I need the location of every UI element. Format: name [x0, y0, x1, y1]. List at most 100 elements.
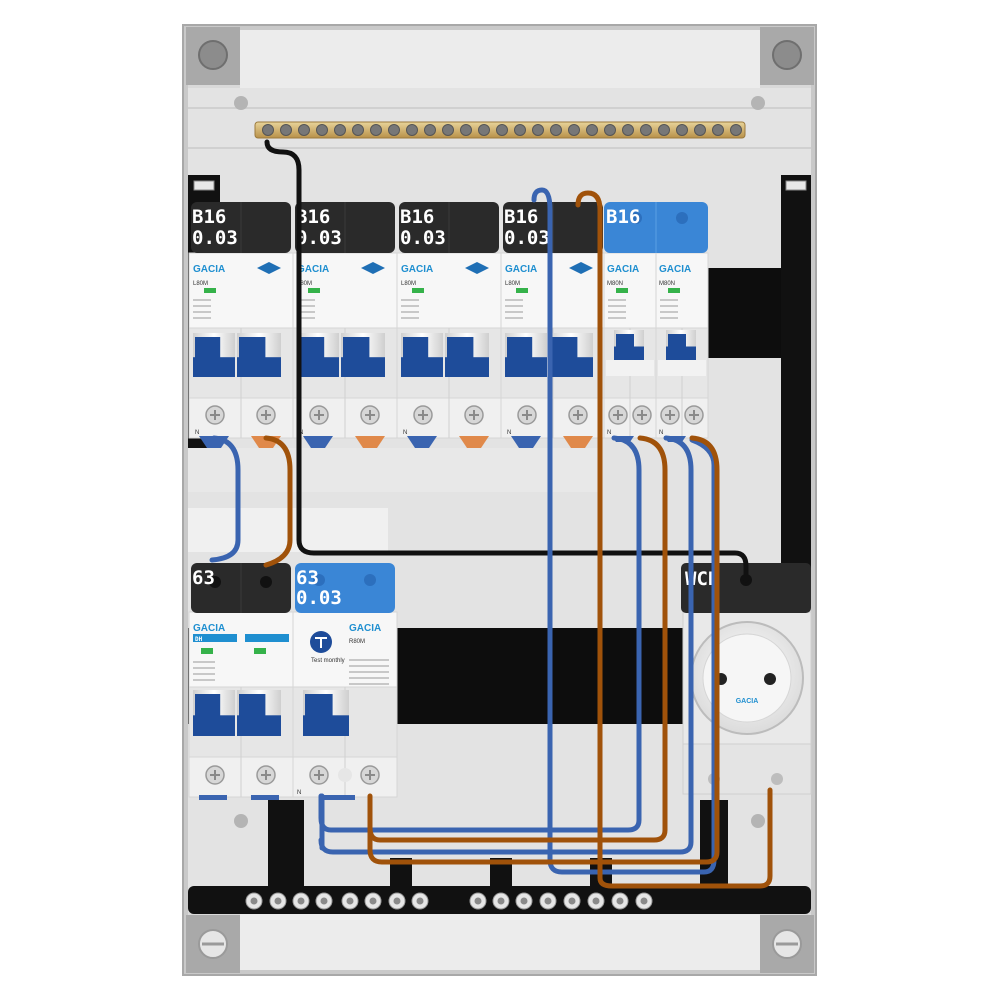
terminal-screw — [515, 892, 533, 910]
module-brand: GACIA — [349, 623, 381, 634]
brand-logo-icon — [569, 262, 593, 274]
busbar-screw — [694, 124, 706, 136]
busbar-screw — [442, 124, 454, 136]
breaker-toggle[interactable] — [401, 333, 443, 377]
terminal-screw — [360, 405, 380, 425]
brand-logo-icon — [257, 262, 281, 274]
module-brand: GACIA — [297, 264, 329, 275]
status-indicator — [254, 648, 266, 654]
terminal-screw — [341, 892, 359, 910]
terminal-screw — [205, 405, 225, 425]
breaker-toggle[interactable] — [549, 333, 593, 377]
breaker-toggle[interactable] — [297, 333, 339, 377]
module-model: L80M — [505, 281, 520, 287]
busbar-screw — [496, 124, 508, 136]
breaker-toggle[interactable] — [614, 330, 644, 360]
label-main-switch: 63 — [191, 563, 291, 613]
busbar-screw — [730, 124, 742, 136]
busbar-screw — [640, 124, 652, 136]
busbar-screw — [622, 124, 634, 136]
busbar-screw — [712, 124, 724, 136]
live-wire — [575, 190, 773, 889]
wiring — [209, 139, 773, 889]
breaker-toggle[interactable] — [237, 333, 281, 377]
status-indicator — [668, 288, 680, 293]
status-indicator — [204, 288, 216, 293]
breaker-toggle[interactable] — [303, 690, 349, 736]
module-brand: GACIA — [401, 264, 433, 275]
terminal-screw — [464, 405, 484, 425]
breaker-toggle[interactable] — [445, 333, 489, 377]
mount-hole — [751, 96, 765, 110]
output-lugs: N — [299, 430, 385, 448]
label-rating: 63 — [296, 567, 319, 589]
earth-busbar — [254, 121, 746, 139]
neutral-mark: N — [403, 430, 407, 436]
terminal-screw — [205, 765, 225, 785]
breaker-toggle[interactable] — [237, 690, 281, 736]
busbar-screw — [334, 124, 346, 136]
output-lugs: N — [507, 430, 593, 448]
terminal-screw — [539, 892, 557, 910]
terminal-screw — [684, 405, 704, 425]
handle-guard — [658, 360, 706, 376]
terminal-screw — [309, 765, 329, 785]
module-brand: GACIA — [505, 264, 537, 275]
socket-outlet: GACIA — [682, 611, 812, 795]
rcbo-module-4: GACIA L80M — [500, 252, 606, 439]
status-indicator — [308, 288, 320, 293]
output-lugs: N — [403, 430, 489, 448]
module-model: L80M — [297, 281, 312, 287]
rail-clip — [193, 180, 215, 191]
terminal-screw — [388, 892, 406, 910]
module-brand: GACIA — [607, 264, 639, 275]
label-socket-text: WCD — [685, 568, 719, 590]
module-stripe — [193, 634, 237, 642]
terminal-screw — [563, 892, 581, 910]
terminal-screw — [256, 765, 276, 785]
rail-clip — [785, 180, 807, 191]
module-brand: GACIA — [193, 623, 225, 634]
busbar-screw — [262, 124, 274, 136]
corner-screw-bottom-left — [186, 915, 240, 973]
label-rating: B16 — [504, 206, 538, 228]
breaker-toggle[interactable] — [341, 333, 385, 377]
terminal-screw — [413, 405, 433, 425]
neutral-mark: N — [659, 430, 663, 436]
brand-logo-icon — [361, 262, 385, 274]
breaker-toggle[interactable] — [193, 333, 235, 377]
busbar-screw — [514, 124, 526, 136]
terminal-screw — [411, 892, 429, 910]
busbar-screw — [352, 124, 364, 136]
busbar-screw — [388, 124, 400, 136]
breaker-toggle[interactable] — [666, 330, 696, 360]
busbar-screw — [568, 124, 580, 136]
terminal-screw — [611, 892, 629, 910]
busbar-screw — [424, 124, 436, 136]
module-model: L80M — [401, 281, 416, 287]
module-model: M80N — [659, 281, 675, 287]
neutral-wire — [318, 435, 694, 855]
module-badge: DH — [195, 636, 203, 643]
terminal-cover — [338, 768, 352, 782]
terminal-screw — [587, 892, 605, 910]
label-sensitivity: 0.03 — [504, 227, 550, 249]
breaker-toggle[interactable] — [505, 333, 547, 377]
main-switch-module: GACIA DH — [188, 611, 294, 798]
din-rail-side-right — [781, 175, 811, 595]
handle-guard — [606, 360, 654, 376]
breaker-toggle[interactable] — [193, 690, 235, 736]
terminal-screw — [517, 405, 537, 425]
mount-hole — [234, 814, 248, 828]
module-model: R80M — [349, 639, 365, 645]
terminal-screw — [608, 405, 628, 425]
terminal-screw — [245, 892, 263, 910]
busbar-screw — [460, 124, 472, 136]
busbar-screw — [298, 124, 310, 136]
terminal-screw — [309, 405, 329, 425]
